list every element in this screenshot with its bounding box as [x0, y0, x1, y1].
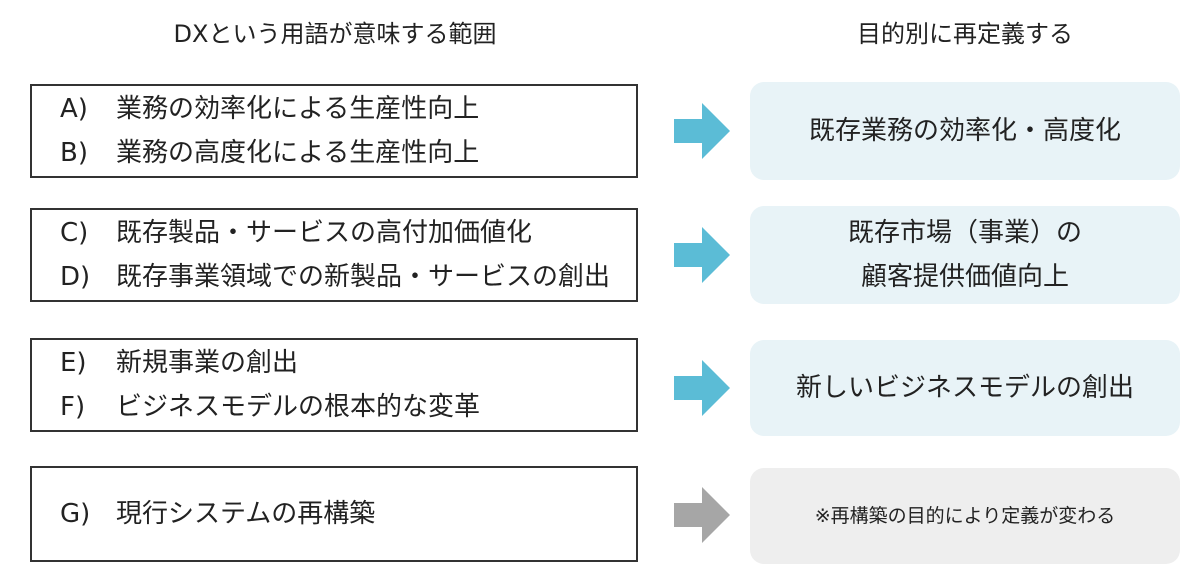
scope-item: G) 現行システムの再構築 — [60, 492, 636, 536]
scope-item-key: B) — [60, 138, 88, 168]
scope-box-1: A) 業務の効率化による生産性向上 B) 業務の高度化による生産性向上 — [30, 84, 638, 178]
left-column-header: DXという用語が意味する範囲 — [173, 20, 497, 48]
scope-box-3: E) 新規事業の創出 F) ビジネスモデルの根本的な変革 — [30, 338, 638, 432]
right-column-header: 目的別に再定義する — [857, 20, 1073, 48]
scope-item: A) 業務の効率化による生産性向上 — [60, 87, 636, 131]
scope-item-text: 新規事業の創出 — [116, 348, 299, 378]
purpose-box-4: ※再構築の目的により定義が変わる — [750, 468, 1180, 564]
scope-item-key: D) — [60, 262, 91, 292]
scope-item-text: 既存製品・サービスの高付加価値化 — [116, 218, 533, 248]
purpose-text: 顧客提供価値向上 — [860, 262, 1069, 292]
scope-item: B) 業務の高度化による生産性向上 — [60, 131, 636, 175]
purpose-box-3: 新しいビジネスモデルの創出 — [750, 340, 1180, 436]
scope-item-text: 業務の効率化による生産性向上 — [116, 94, 480, 124]
scope-box-4: G) 現行システムの再構築 — [30, 466, 638, 562]
scope-item-text: ビジネスモデルの根本的な変革 — [116, 392, 481, 422]
purpose-text: 既存市場（事業）の — [847, 218, 1082, 248]
scope-item-text: 既存事業領域での新製品・サービスの創出 — [116, 262, 611, 292]
scope-item-key: E) — [60, 348, 87, 378]
arrow-right-icon — [674, 103, 730, 159]
purpose-box-2: 既存市場（事業）の顧客提供価値向上 — [750, 206, 1180, 304]
scope-item-text: 業務の高度化による生産性向上 — [116, 138, 480, 168]
scope-box-2: C) 既存製品・サービスの高付加価値化 D) 既存事業領域での新製品・サービスの創出 — [30, 208, 638, 302]
scope-item: C) 既存製品・サービスの高付加価値化 — [60, 211, 636, 255]
purpose-box-1: 既存業務の効率化・高度化 — [750, 82, 1180, 180]
purpose-text: 既存業務の効率化・高度化 — [808, 116, 1121, 146]
purpose-text: ※再構築の目的により定義が変わる — [814, 505, 1116, 527]
arrow-right-icon — [674, 360, 730, 416]
scope-item-text: 現行システムの再構築 — [116, 499, 376, 529]
scope-item-key: F) — [60, 392, 86, 422]
scope-item-key: G) — [60, 499, 91, 529]
scope-item: F) ビジネスモデルの根本的な変革 — [60, 385, 636, 429]
arrow-right-icon — [674, 487, 730, 543]
scope-item-key: A) — [60, 94, 88, 124]
arrow-right-icon — [674, 227, 730, 283]
purpose-text: 新しいビジネスモデルの創出 — [795, 373, 1134, 403]
scope-item-key: C) — [60, 218, 89, 248]
scope-item: D) 既存事業領域での新製品・サービスの創出 — [60, 255, 636, 299]
scope-item: E) 新規事業の創出 — [60, 341, 636, 385]
